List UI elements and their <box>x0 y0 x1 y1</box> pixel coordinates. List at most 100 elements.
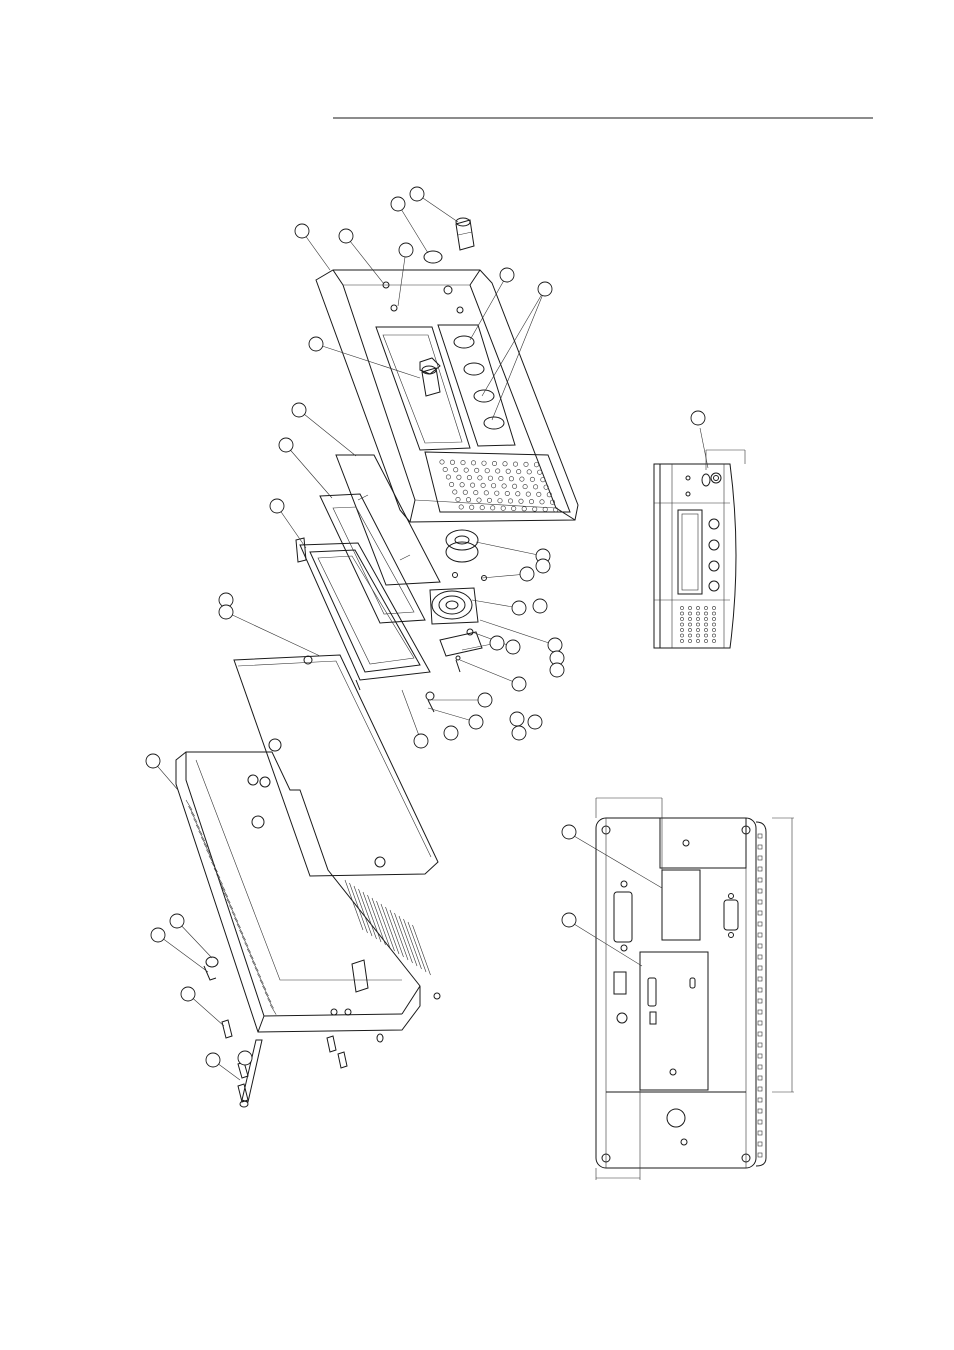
front-view <box>654 411 745 648</box>
grille-hole <box>440 460 444 464</box>
vent-slot <box>240 930 246 940</box>
front-grille-hole <box>712 606 715 609</box>
back-vent-ticks <box>758 834 762 1157</box>
grille-hole <box>537 492 541 496</box>
grille-hole <box>501 506 505 510</box>
front-grille-hole <box>696 634 699 637</box>
front-grille-hole <box>688 623 691 626</box>
bezel-mount-boss <box>444 286 452 294</box>
leader-line <box>226 612 320 656</box>
grille-hole <box>506 469 510 473</box>
grille-hole <box>470 505 474 509</box>
callout-balloon <box>292 403 306 417</box>
grille-hole <box>466 498 470 502</box>
grille-hole <box>487 498 491 502</box>
vent-tick <box>758 1131 762 1135</box>
grille-hole <box>477 498 481 502</box>
grille-hole <box>496 469 500 473</box>
grille-hole <box>508 499 512 503</box>
callout-balloon <box>550 663 564 677</box>
front-grille-hole <box>680 612 683 615</box>
vent-slot-inner <box>354 886 372 936</box>
grille-hole <box>509 477 513 481</box>
callout-balloon <box>238 1051 252 1065</box>
callout-balloon <box>538 282 552 296</box>
front-grille-hole <box>688 612 691 615</box>
vent-slot-inner <box>395 913 413 963</box>
front-grille-hole <box>680 639 683 642</box>
speaker-assembly <box>430 588 478 624</box>
front-grille-hole <box>696 623 699 626</box>
vent-tick <box>758 1054 762 1058</box>
vent-slot <box>191 812 197 822</box>
vent-slot <box>252 961 258 971</box>
vent-slot <box>189 806 195 816</box>
front-grille-hole <box>688 617 691 620</box>
grille-hole <box>529 499 533 503</box>
grille-hole <box>543 507 547 511</box>
grille-hole <box>450 460 454 464</box>
vent-tick <box>758 834 762 838</box>
grille-hole <box>513 462 517 466</box>
callout-balloon <box>490 636 504 650</box>
vent-tick <box>758 1098 762 1102</box>
vent-slot <box>247 949 253 959</box>
vent-slot-inner <box>408 922 426 972</box>
vent-tick <box>758 1076 762 1080</box>
callout-balloon <box>151 928 165 942</box>
leader-line <box>428 708 476 722</box>
vent-slot-inner <box>345 880 363 930</box>
vent-tick <box>758 1010 762 1014</box>
front-grille-hole <box>680 617 683 620</box>
front-grille-hole <box>712 628 715 631</box>
front-grille-hole <box>704 634 707 637</box>
bezel-button-panel <box>438 325 515 446</box>
callout-balloon <box>512 726 526 740</box>
front-grille-hole <box>696 639 699 642</box>
rotary-knob <box>456 218 474 250</box>
callout-balloon <box>444 726 458 740</box>
callout-balloon <box>219 605 233 619</box>
front-speaker-grille <box>680 606 715 642</box>
callout-balloon <box>146 754 160 768</box>
front-callout <box>691 411 705 425</box>
vent-tick <box>758 1153 762 1157</box>
front-grille-hole <box>696 606 699 609</box>
grille-hole <box>485 469 489 473</box>
callout-balloon <box>295 224 309 238</box>
vent-slot <box>186 800 192 810</box>
leader-line <box>299 410 356 456</box>
front-grille-hole <box>704 612 707 615</box>
callout-balloon <box>170 914 184 928</box>
callout-balloon <box>506 640 520 654</box>
vent-tick <box>758 867 762 871</box>
bracket <box>440 632 482 656</box>
grille-hole <box>461 460 465 464</box>
front-button-1 <box>709 519 719 529</box>
grille-hole <box>499 476 503 480</box>
leader-line <box>398 250 406 306</box>
vent-slot-inner <box>368 895 386 945</box>
vent-slot-inner <box>390 910 408 960</box>
front-grille-hole <box>712 617 715 620</box>
grille-hole <box>480 505 484 509</box>
front-connector <box>702 474 710 486</box>
rubber-grommet <box>446 530 478 562</box>
front-grille-hole <box>704 623 707 626</box>
callout-balloon <box>339 229 353 243</box>
vent-slot <box>265 992 271 1002</box>
vent-tick <box>758 1142 762 1146</box>
vent-slot <box>260 980 266 990</box>
db9-connector <box>724 900 738 930</box>
vent-tick <box>758 933 762 937</box>
callout-balloon <box>270 499 284 513</box>
grille-hole <box>538 470 542 474</box>
vent-tick <box>758 966 762 970</box>
grille-hole <box>471 461 475 465</box>
front-grille-hole <box>680 623 683 626</box>
front-display <box>678 510 702 594</box>
leader-line <box>482 289 545 396</box>
back-callout-1 <box>562 825 576 839</box>
grille-hole <box>474 490 478 494</box>
front-grille-hole <box>696 612 699 615</box>
